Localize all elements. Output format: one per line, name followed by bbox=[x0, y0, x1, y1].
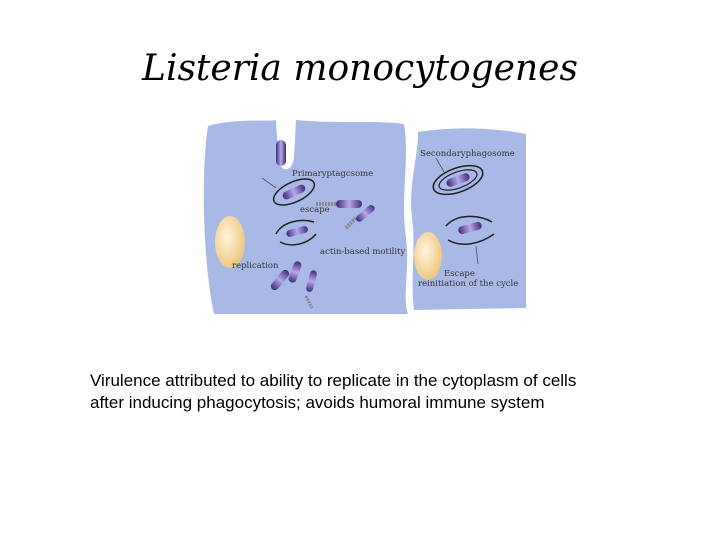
bacterium-entering bbox=[276, 140, 286, 166]
host-cell-left bbox=[203, 120, 408, 314]
nucleus-right bbox=[414, 232, 442, 280]
caption-line-2: after inducing phagocytosis; avoids humo… bbox=[90, 393, 545, 412]
escape-secondary bbox=[445, 215, 495, 246]
caption-line-1: Virulence attributed to ability to repli… bbox=[90, 371, 577, 390]
caption: Virulence attributed to ability to repli… bbox=[90, 370, 650, 414]
slide-title: Listeria monocytogenes bbox=[142, 48, 578, 89]
label-escape: escape bbox=[300, 205, 330, 215]
listeria-infection-diagram: Primaryptagcsome escape actin-based moti… bbox=[203, 120, 526, 314]
label-replication: replication bbox=[232, 261, 279, 271]
label-reinitiation: reinitiation of the cycle bbox=[418, 279, 518, 289]
broken-phagosome bbox=[275, 219, 317, 246]
bacterium-actin-motility bbox=[316, 200, 375, 230]
secondary-phagosome bbox=[432, 164, 484, 196]
replicating-bacteria bbox=[270, 261, 317, 309]
label-escape-secondary: Escape bbox=[444, 269, 475, 279]
label-actin-motility: actin-based motility bbox=[320, 247, 406, 257]
nucleus-left bbox=[215, 216, 245, 268]
label-primary-phagosome: Primaryptagcsome bbox=[292, 169, 373, 179]
label-secondary-phagosome: Secondaryphagosome bbox=[420, 149, 515, 159]
primary-phagosome bbox=[272, 178, 316, 206]
arrows bbox=[261, 157, 479, 265]
